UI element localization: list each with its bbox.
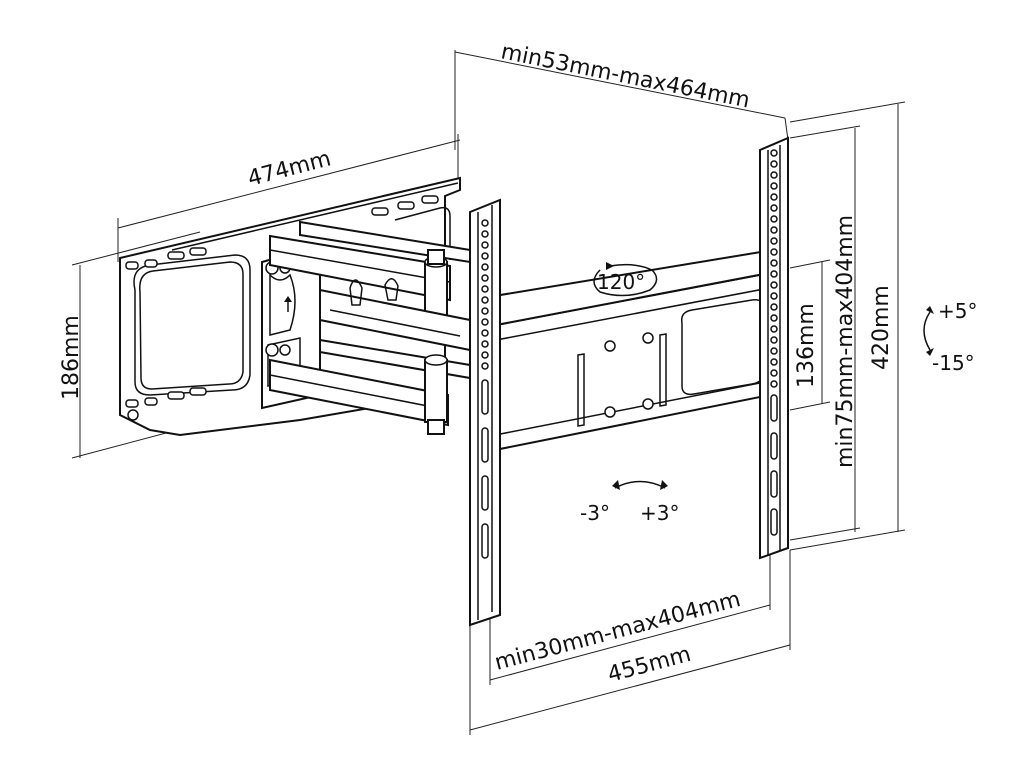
rail-hole [481, 379, 489, 415]
rail-hole [481, 296, 489, 304]
rail-hole [481, 329, 489, 337]
swivel-indicator: 120° [593, 262, 658, 297]
rail-hole [770, 369, 778, 377]
rail-hole [770, 182, 778, 190]
rail-hole [770, 160, 778, 168]
rail-hole [481, 523, 489, 559]
wall-plate-height-label: 186mm [59, 315, 84, 400]
rail-hole [770, 432, 778, 460]
inner-height-label: 136mm [794, 303, 819, 388]
rail-hole [770, 325, 778, 333]
rail-hole [770, 347, 778, 355]
total-height-label: 420mm [869, 285, 894, 370]
rail-hole [481, 219, 489, 227]
rail-hole [481, 274, 489, 282]
rail-hole [481, 340, 489, 348]
vertical-span-label: min75mm-max404mm [833, 215, 858, 468]
level-minus-label: -3° [580, 501, 610, 525]
rail-hole [770, 358, 778, 366]
rail-hole [481, 263, 489, 271]
rail-hole [481, 318, 489, 326]
tilt-up-label: +5° [938, 299, 977, 323]
rail-hole [770, 292, 778, 300]
rail-hole [481, 252, 489, 260]
rail-hole [770, 204, 778, 212]
rail-hole [481, 307, 489, 315]
rail-hole [481, 475, 489, 511]
rail-hole [770, 171, 778, 179]
rail-hole [770, 237, 778, 245]
tilt-indicator: +5° -15° [923, 299, 977, 375]
swivel-angle-label: 120° [597, 270, 645, 294]
rail-hole [770, 336, 778, 344]
rail-hole [770, 215, 778, 223]
level-plus-label: +3° [640, 501, 679, 525]
swing-arms [269, 220, 549, 435]
rail-hole [770, 303, 778, 311]
rail-hole [770, 394, 778, 422]
rail-hole [770, 149, 778, 157]
rail-hole [770, 259, 778, 267]
rail-hole [770, 281, 778, 289]
arm-length-label: 474mm [245, 146, 333, 191]
total-width-label: 455mm [605, 642, 693, 688]
rail-hole [770, 470, 778, 498]
tilt-down-label: -15° [932, 351, 975, 375]
rail-hole [481, 362, 489, 370]
rail-holes [481, 149, 778, 559]
rail-hole [481, 241, 489, 249]
rail-hole [481, 230, 489, 238]
rail-hole [770, 380, 778, 388]
dimension-lines [71, 50, 906, 735]
rail-hole [770, 226, 778, 234]
top-span-label: min53mm-max464mm [499, 39, 752, 113]
vertical-rails [469, 136, 789, 627]
rail-hole [770, 508, 778, 536]
level-indicator: -3° +3° [580, 480, 679, 525]
rail-hole [481, 351, 489, 359]
rail-hole [770, 270, 778, 278]
rail-hole [770, 193, 778, 201]
rail-hole [770, 248, 778, 256]
rail-hole [481, 427, 489, 463]
rail-hole [770, 314, 778, 322]
rail-hole [481, 285, 489, 293]
